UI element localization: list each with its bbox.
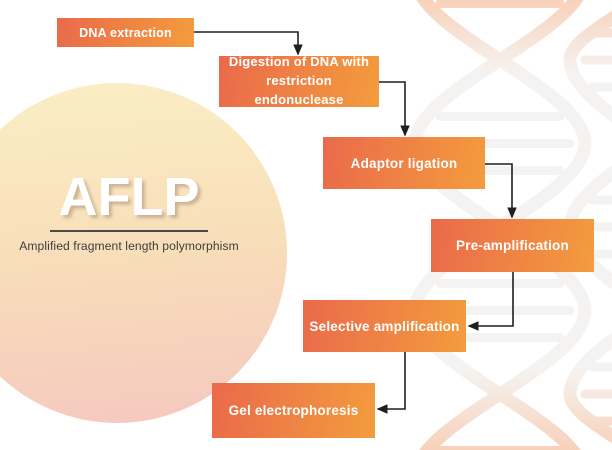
- flow-step-digestion: Digestion of DNA with restriction endonu…: [219, 54, 379, 107]
- flow-step-label: Pre-amplification: [456, 238, 569, 253]
- flow-arrow-3: [485, 163, 517, 219]
- flow-arrow-2: [379, 81, 410, 137]
- flow-step-selective-amplification: Selective amplification: [303, 300, 466, 352]
- flow-step-dna-extraction: DNA extraction: [57, 18, 194, 47]
- flow-step-pre-amplification: Pre-amplification: [431, 219, 594, 272]
- flow-arrow-5: [376, 352, 406, 414]
- page-title-full-name: Amplified fragment length polymorphism: [19, 238, 239, 253]
- page-title-acronym: AFLP: [58, 167, 200, 227]
- flow-step-label: Adaptor ligation: [350, 155, 458, 171]
- flow-step-label: Digestion of DNA with restriction endonu…: [228, 54, 370, 107]
- title-divider: [50, 230, 208, 232]
- flow-step-label: DNA extraction: [79, 25, 172, 40]
- title-circle: [0, 83, 287, 423]
- flow-step-gel-electrophoresis: Gel electrophoresis: [212, 383, 375, 438]
- flow-arrow-1: [194, 31, 303, 56]
- helix-rungs-right: [580, 28, 612, 426]
- flow-step-adaptor-ligation: Adaptor ligation: [323, 137, 485, 189]
- flow-step-label: Selective amplification: [309, 318, 460, 334]
- flow-step-label: Gel electrophoresis: [228, 403, 359, 418]
- flow-arrow-4: [467, 272, 514, 331]
- title-block: AFLP Amplified fragment length polymorph…: [14, 170, 244, 253]
